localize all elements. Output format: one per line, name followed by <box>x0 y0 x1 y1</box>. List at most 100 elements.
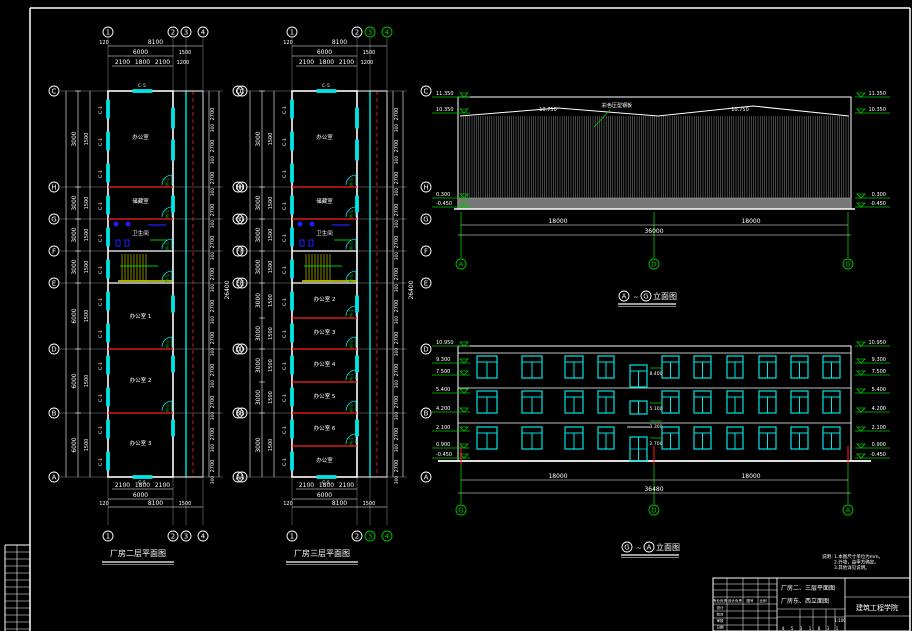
level-text: 7.500 <box>436 369 450 375</box>
institution-name: 建筑工程学院 <box>856 603 898 612</box>
dim-text: 1500 <box>268 391 274 404</box>
window-icon <box>790 426 809 450</box>
window-tag: C-1 <box>98 234 104 242</box>
dim-text: 3000 <box>255 293 262 308</box>
dim-text: 2700 <box>394 396 400 409</box>
window-icon <box>597 355 615 379</box>
dim-text: 300 <box>394 252 400 261</box>
window-tag: C-1 <box>282 426 288 434</box>
dim-text: 2700 <box>394 300 400 313</box>
dim-text: 3000 <box>71 259 78 274</box>
room-name: 办公室 <box>316 133 333 141</box>
door-swing-icon <box>345 238 357 250</box>
dim-text: 300 <box>210 476 216 485</box>
tb-header: 比例 <box>760 598 768 603</box>
window-tag: C-1 <box>282 266 288 274</box>
entrance-door-icon <box>629 436 648 462</box>
dim-text: 300 <box>210 156 216 165</box>
window-icon <box>693 390 712 414</box>
elevation-axis-bubble-label: G <box>845 261 850 269</box>
window <box>106 259 110 279</box>
title-axis-bubble-label: A <box>622 293 627 301</box>
row-axis-bubble-right-circle <box>420 213 432 225</box>
dim-text: 2700 <box>210 268 216 281</box>
dim-text: 1500 <box>179 50 192 56</box>
window <box>290 419 294 439</box>
dim-text-total: 36480 <box>644 486 663 493</box>
window <box>290 387 294 407</box>
window <box>355 139 359 161</box>
door-tag: M-1 <box>349 210 354 218</box>
row-axis-bubble-right-label: B <box>240 410 245 418</box>
col-axis-bubble-label: 2 <box>355 29 359 37</box>
room-name: 办公室 1 <box>130 312 152 320</box>
title-sep: ~ <box>636 545 641 552</box>
elevation-axis-bubble-circle <box>455 504 467 516</box>
base-hatch <box>457 197 852 210</box>
tb-header: 图号 <box>747 598 755 603</box>
dim-text: 1500 <box>363 50 376 56</box>
elevation-axis-bubble-label: G <box>458 507 463 515</box>
sheet-number: 4 <box>782 626 785 631</box>
col-axis-bubble-bottom-label: 1 <box>106 533 110 541</box>
elevation-title: 立面图 <box>653 291 677 301</box>
dim-text: 300 <box>394 380 400 389</box>
window-tag: C-1 <box>282 394 288 402</box>
dim-text: 300 <box>394 316 400 325</box>
drawing-name: 厂房东、西立面图 <box>781 597 829 605</box>
level-marker-icon <box>856 370 866 376</box>
col-axis-bubble-circle <box>167 26 179 38</box>
dim-text: 300 <box>394 476 400 485</box>
row-axis-bubble-right-label: B <box>424 410 429 418</box>
dim-text: 300 <box>210 412 216 421</box>
dim-text: 2700 <box>210 396 216 409</box>
row-axis-bubble-label: D <box>235 346 240 354</box>
dim-text: 2700 <box>210 108 216 121</box>
row-axis-bubble-label: B <box>52 410 57 418</box>
level-text: 0.900 <box>436 442 450 448</box>
notes-title: 说明： <box>822 553 836 560</box>
window-tag: C-1 <box>282 138 288 146</box>
dim-text: 1500 <box>84 261 90 274</box>
window-tag: C-1 <box>98 170 104 178</box>
elevation-axis-bubble-circle <box>842 504 854 516</box>
dim-text: 3000 <box>255 259 262 274</box>
tb-header: 设计负责 <box>728 598 742 603</box>
level-marker-icon <box>856 453 866 459</box>
tb-label: 设计 <box>717 605 725 610</box>
title-axis-bubble-circle <box>640 290 652 302</box>
window-icon <box>726 390 744 414</box>
door-swing-icon <box>345 369 357 381</box>
col-axis-bubble-bottom-label: 2 <box>355 533 359 541</box>
dim-text: 1500 <box>84 229 90 242</box>
window <box>106 227 110 247</box>
door-swing-icon <box>345 206 357 218</box>
dim-text: 3000 <box>71 227 78 242</box>
door-tag: M-1 <box>165 210 170 218</box>
cladding-note: 彩色压型钢板 <box>602 102 632 109</box>
window-tag: C-1 <box>282 106 288 114</box>
row-axis-bubble-right-circle <box>420 277 432 289</box>
dim-text: 2100 <box>339 59 354 66</box>
dim-text: 300 <box>210 348 216 357</box>
col-axis-bubble-label: 3 <box>184 29 188 37</box>
col-axis-bubble-label: 3 <box>368 29 372 37</box>
col-axis-bubble-bottom-circle <box>364 530 376 542</box>
level-text: 3.300 <box>650 424 663 430</box>
door-swing-icon <box>345 305 357 317</box>
level-text: 4.200 <box>872 406 886 412</box>
dim-text: 3000 <box>255 227 262 242</box>
window-icon <box>564 390 584 414</box>
sheet-number: 3 <box>827 626 830 631</box>
window <box>355 419 359 437</box>
dim-text: 1200 <box>361 60 374 66</box>
row-axis-bubble-circle <box>48 343 60 355</box>
level-text: 2.100 <box>436 425 450 431</box>
dim-text: 2700 <box>210 332 216 345</box>
row-axis-bubble-right-circle <box>420 471 432 483</box>
door-tag: M-1 <box>349 178 354 186</box>
window-icon <box>758 390 777 414</box>
window <box>171 355 175 373</box>
